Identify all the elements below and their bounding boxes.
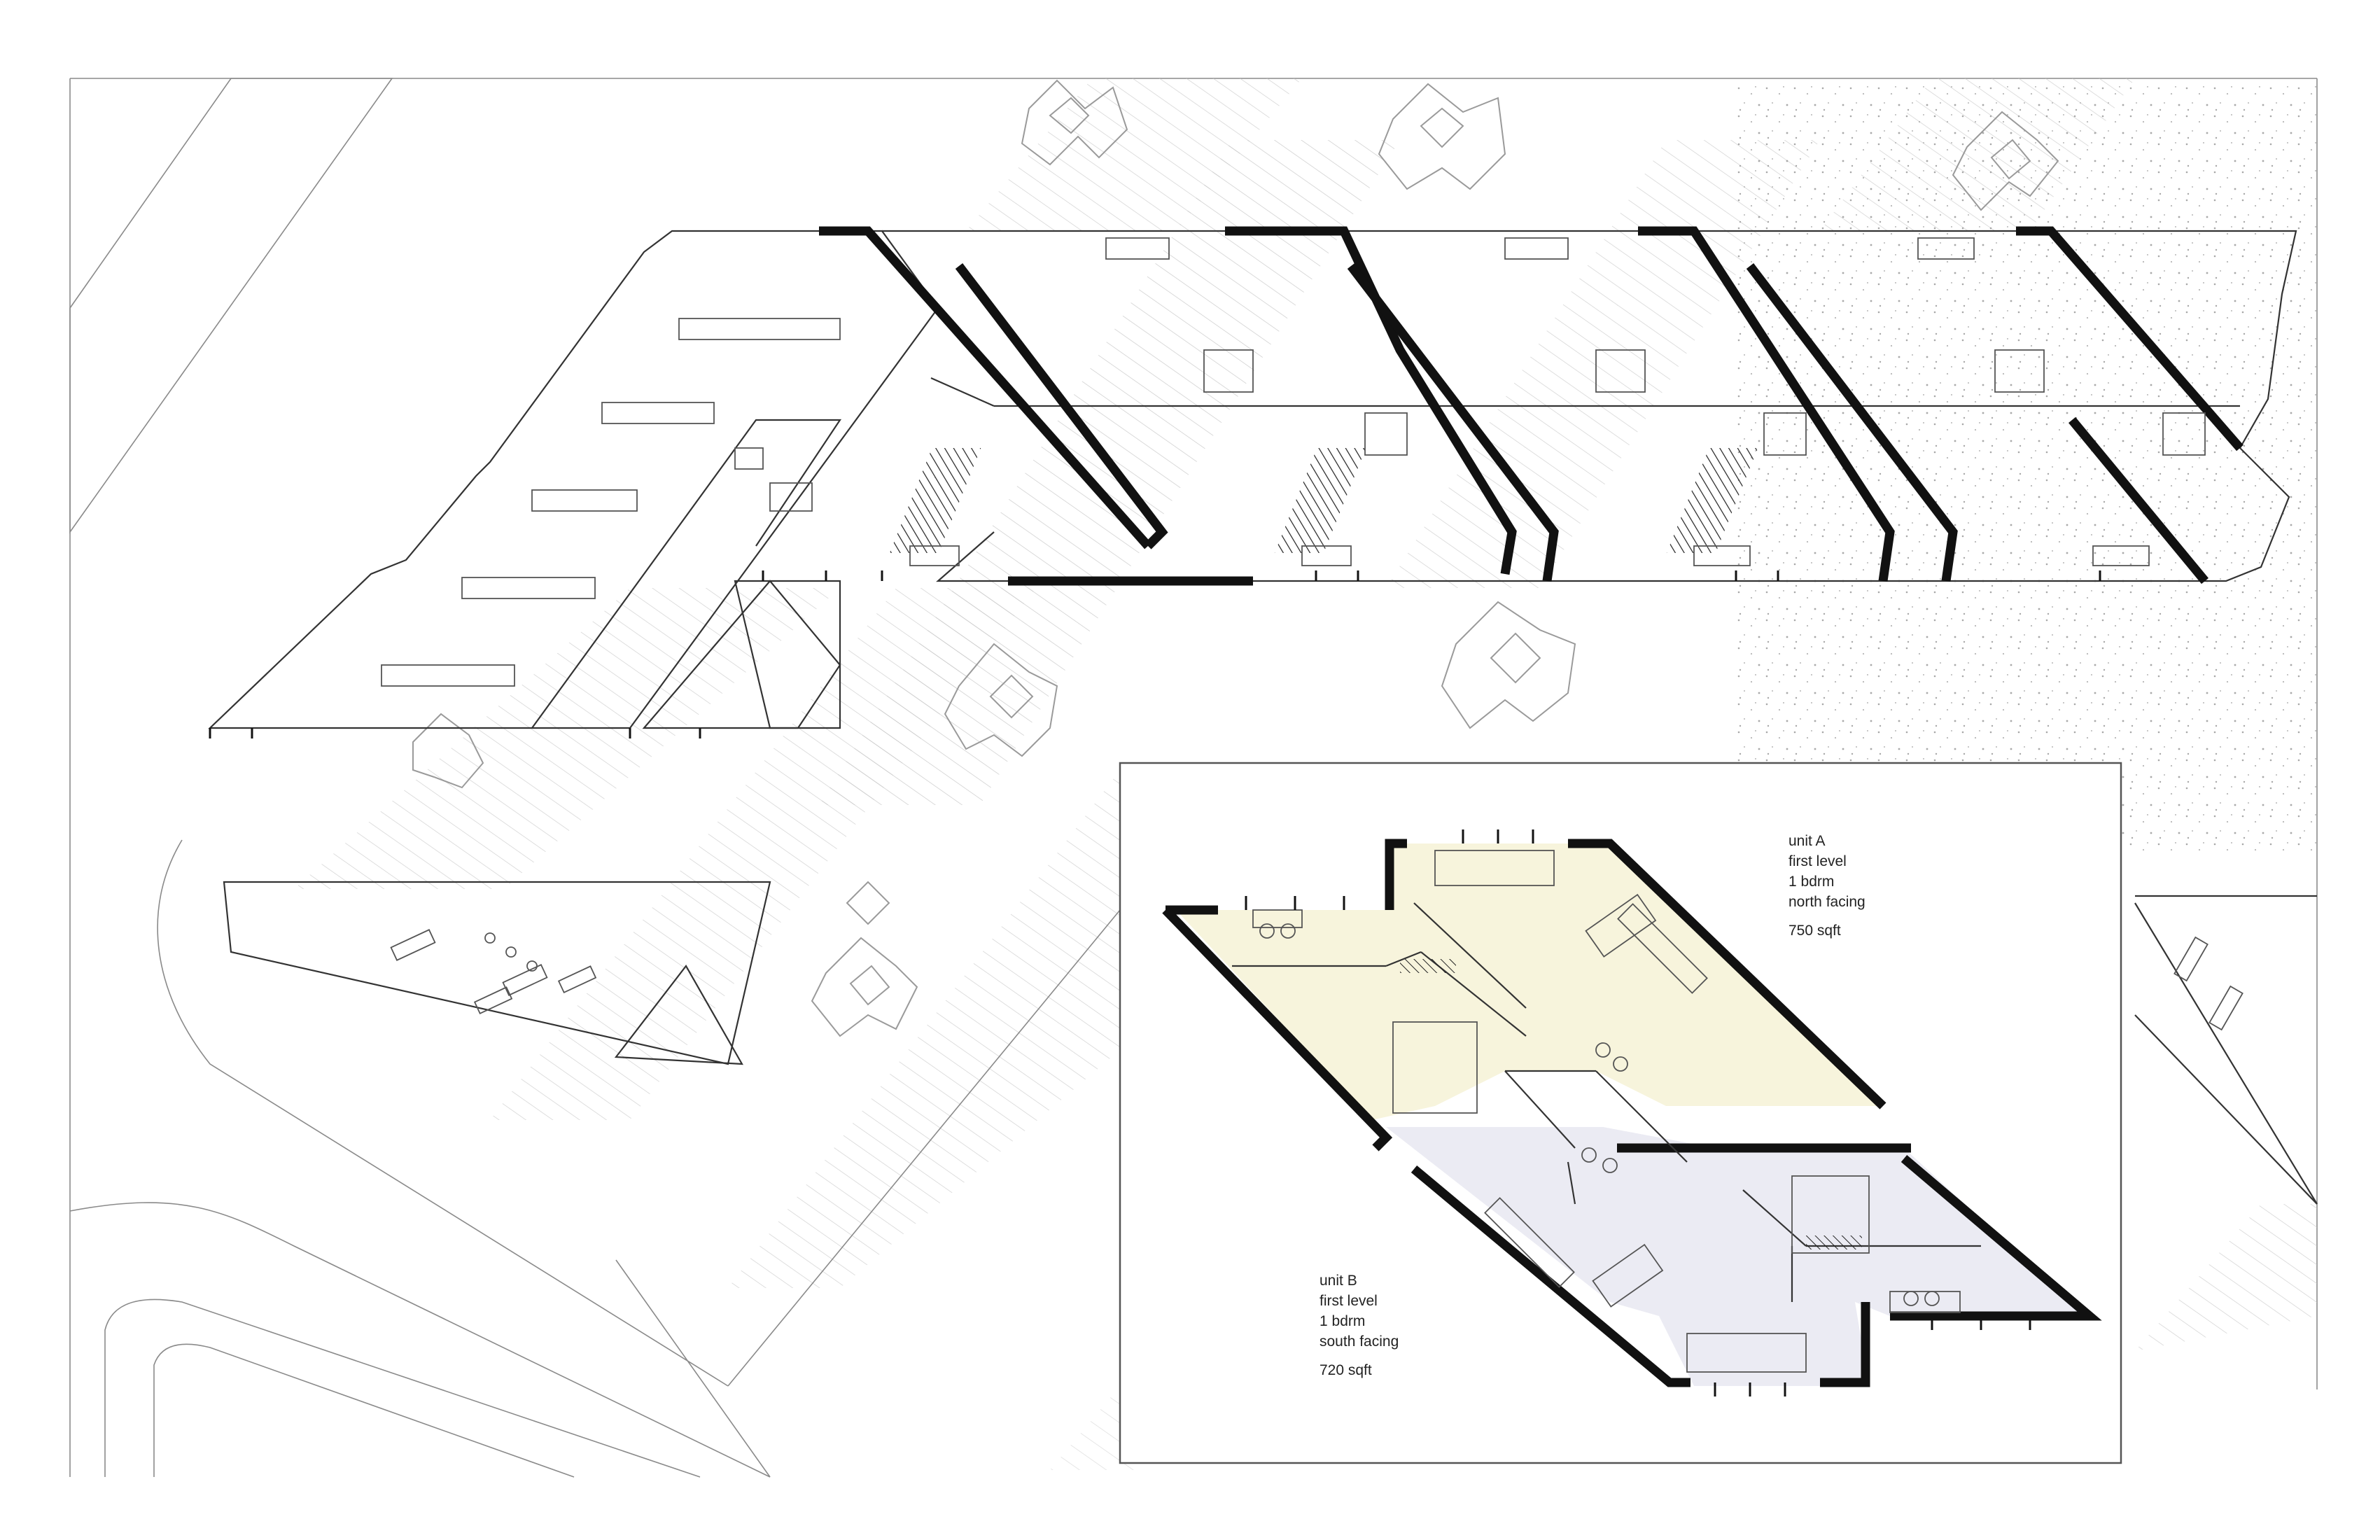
unit-interiors [734, 237, 2206, 566]
unit-a-label: unit A first level 1 bdrm north facing 7… [1788, 831, 1865, 941]
unit-a-bedrooms: 1 bdrm [1788, 874, 1835, 890]
unit-b-area-label: 720 sqft [1320, 1362, 1372, 1378]
stair [1666, 448, 1758, 553]
party-walls [819, 226, 2244, 586]
furniture [1252, 850, 1961, 1373]
stair [889, 448, 981, 553]
unit-a-orientation: north facing [1788, 894, 1865, 910]
tree-symbols [412, 79, 2059, 1037]
window-ticks [209, 570, 2101, 738]
unit-b-orientation: south facing [1320, 1334, 1399, 1350]
unit-a-name: unit A [1788, 833, 1826, 849]
unit-b-name: unit B [1320, 1273, 1357, 1289]
unit-a-area [1176, 844, 1883, 1120]
stair [1274, 448, 1366, 553]
unit-b-label: unit B first level 1 bdrm south facing 7… [1320, 1270, 1399, 1380]
adjacent-building [2134, 895, 2318, 1205]
unit-b-level: first level [1320, 1293, 1378, 1309]
unit-a-area-label: 750 sqft [1788, 923, 1841, 939]
unit-a-level: first level [1788, 853, 1847, 869]
pavilion-structure [223, 881, 771, 1065]
road-outline [69, 839, 1121, 1478]
main-building-plan [208, 226, 2297, 738]
skylights [381, 318, 841, 687]
stipple-ground [1736, 84, 2317, 854]
unit-plan-detail [1162, 830, 2102, 1396]
unit-b-area [1386, 1127, 2086, 1386]
unit-b-bedrooms: 1 bdrm [1320, 1313, 1366, 1329]
